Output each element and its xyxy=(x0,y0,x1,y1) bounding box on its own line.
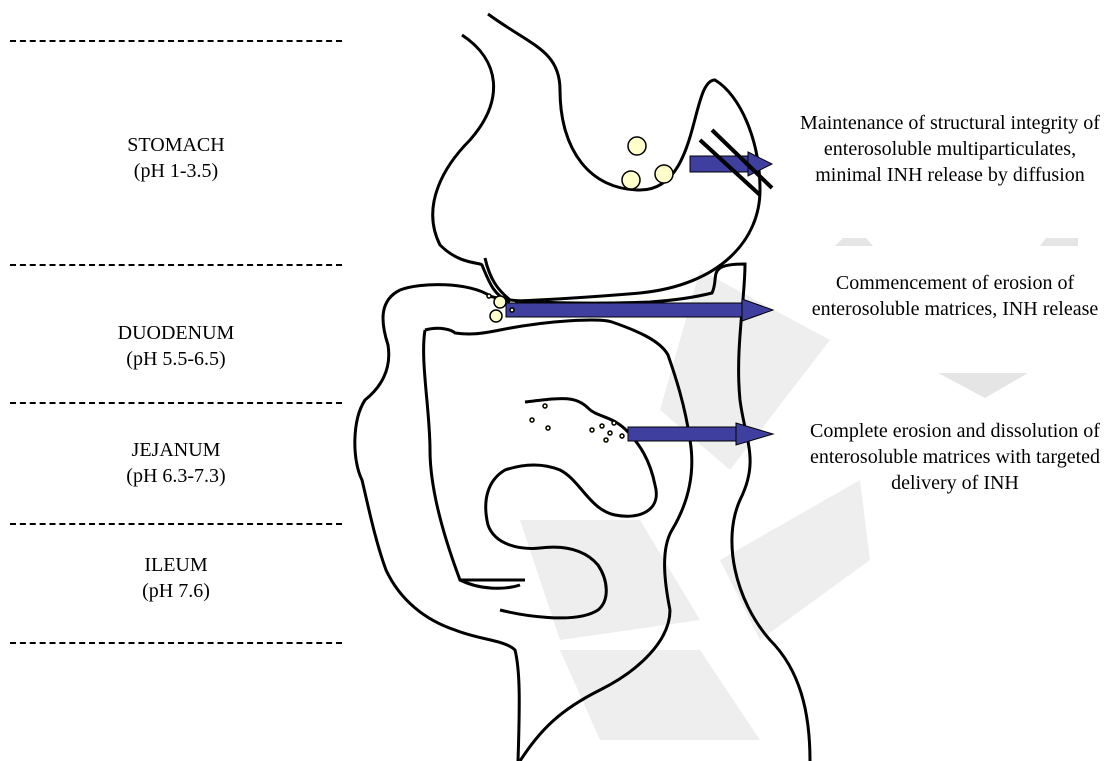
flow-arrow-1-left xyxy=(835,238,873,246)
note-duodenum: Commencement of erosion of enterosoluble… xyxy=(790,270,1120,322)
duodenum-arrow-shaft xyxy=(506,303,746,317)
jejunum-particle xyxy=(608,431,612,435)
stomach-particle xyxy=(655,165,673,183)
jejunum-particle xyxy=(600,424,604,428)
inner-loop-2 xyxy=(424,330,525,580)
note-duodenum-text: Commencement of erosion of enterosoluble… xyxy=(812,272,1099,320)
flow-arrow-2 xyxy=(938,373,1028,398)
jejunum-particle xyxy=(546,426,550,430)
stomach-particle xyxy=(628,137,646,155)
jejunum-particle xyxy=(604,438,608,442)
particles xyxy=(487,137,673,442)
background-shape-4 xyxy=(720,480,870,640)
jejunum-particle xyxy=(530,418,534,422)
note-jejunum-text: Complete erosion and dissolution of ente… xyxy=(810,420,1100,494)
flow-arrow-1-right xyxy=(1040,238,1078,246)
esophagus-left-wall xyxy=(433,35,510,302)
jejunum-arrow-shaft xyxy=(628,427,740,441)
duodenum-particle xyxy=(487,294,491,298)
note-stomach-text: Maintenance of structural integrity of e… xyxy=(800,112,1100,186)
note-stomach: Maintenance of structural integrity of e… xyxy=(800,110,1100,188)
stomach-particle xyxy=(622,171,640,189)
duodenum-outer-curve xyxy=(355,290,519,761)
note-jejunum: Complete erosion and dissolution of ente… xyxy=(805,418,1105,496)
background-shapes xyxy=(520,270,870,740)
duodenum-particle xyxy=(490,310,502,322)
background-shape-2 xyxy=(520,520,700,640)
jejunum-particle xyxy=(543,404,547,408)
duodenum-particle xyxy=(494,296,506,308)
duodenum-particle xyxy=(510,308,514,312)
jejunum-particle xyxy=(590,428,594,432)
jejunum-particle xyxy=(620,434,624,438)
jejunum-particle xyxy=(612,421,616,425)
